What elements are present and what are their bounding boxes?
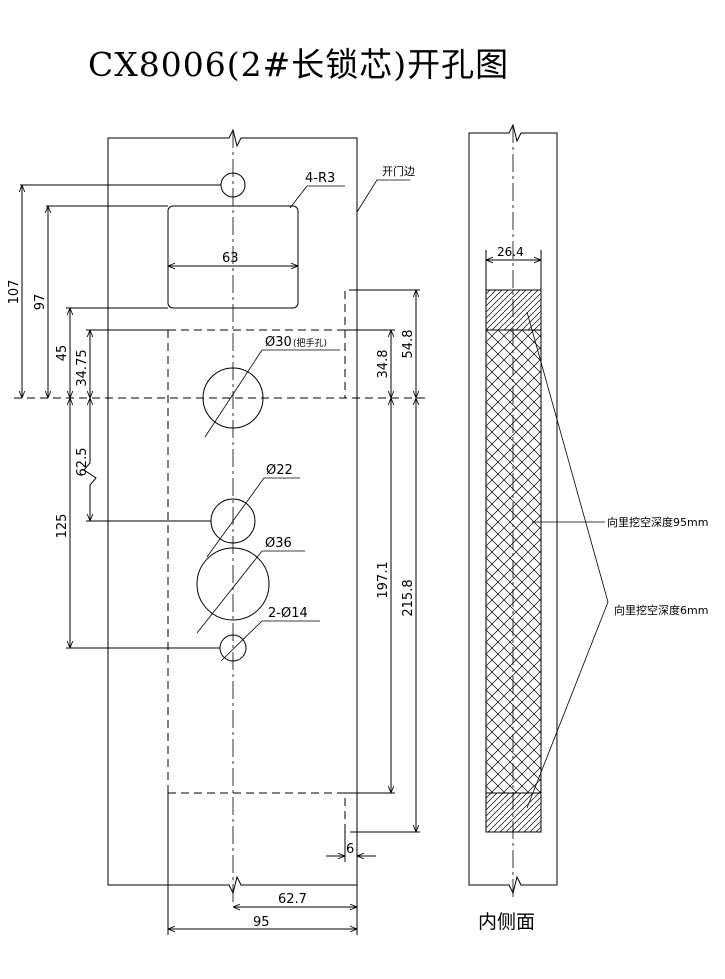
hole-22-label: Ø22 [266,463,293,478]
dim-95-label: 95 [253,915,270,930]
hole-36-label: Ø36 [265,536,292,551]
corner-radius-label: 4-R3 [305,171,335,186]
page-title: CX8006(2#长锁芯)开孔图 [88,45,510,84]
depth-95-label: 向里挖空深度95mm [607,515,708,529]
handle-hole-note: (把手孔) [293,337,327,349]
square-width-label: 63 [222,251,239,266]
side-view-caption: 内侧面 [478,911,535,933]
deep-pocket [485,329,542,794]
dim-45-label: 45 [55,345,70,362]
dim-54-8-label: 54.8 [401,330,416,359]
dim-125-label: 125 [55,514,70,539]
door-edge-label: 开门边 [382,164,415,178]
depth-6-label: 向里挖空深度6mm [614,603,708,617]
dim-215-8-label: 215.8 [401,579,416,616]
bottom-shallow-pocket [485,792,542,833]
hole-36 [196,547,270,621]
dim-6-label: 6 [346,842,354,857]
dim-62-7-label: 62.7 [278,892,307,907]
square-cutout [167,205,299,309]
side-width-label: 26.4 [497,245,524,259]
side-view: 26.4 向里挖空深度95mm 向里挖空深度6mm 内侧面 [468,123,708,933]
dim-197-1-label: 197.1 [376,561,391,598]
dim-34-8-label: 34.8 [376,350,391,379]
dim-62-5-label: 62.5 [75,448,90,477]
handle-hole-label: Ø30 [265,335,292,350]
hole-14-label: 2-Ø14 [268,606,308,621]
front-view: 4-R3 开门边 63 Ø30 (把手孔) Ø22 Ø36 2-Ø14 107 … [7,128,426,935]
top-shallow-pocket [485,289,542,331]
lock-body-outline [168,289,357,331]
dim-34-75-label: 34.75 [75,349,90,386]
dim-107-label: 107 [7,280,22,305]
dim-97-label: 97 [33,294,48,311]
plate-outline [107,128,358,895]
handle-hole [202,367,264,429]
